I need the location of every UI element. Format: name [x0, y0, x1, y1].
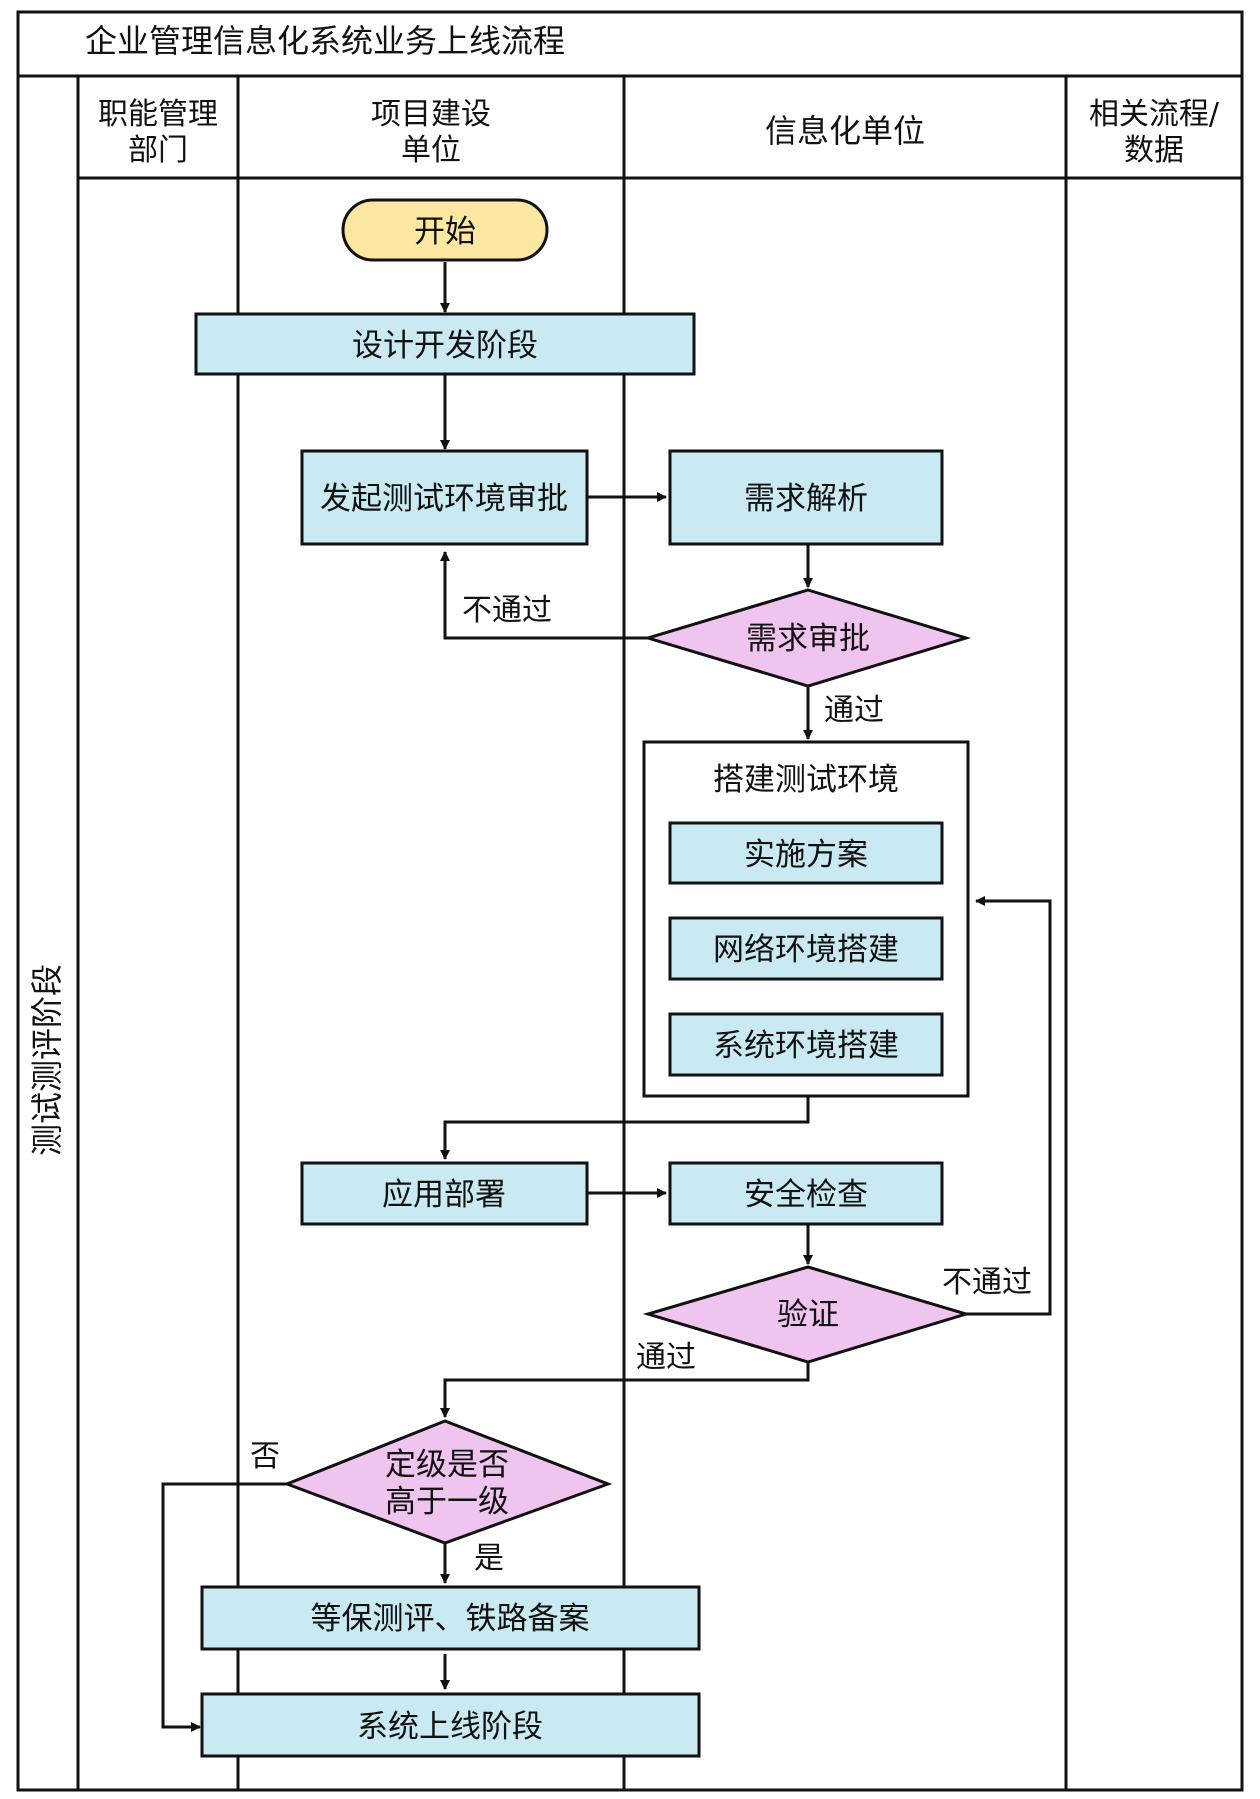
edge-reject-loop-2 — [966, 896, 1052, 1316]
lane-header-line1: 相关流程/ — [1089, 97, 1220, 132]
node-classified-eval-label: 等保测评、铁路备案 — [311, 1601, 590, 1637]
node-design-dev-label: 设计开发阶段 — [352, 328, 538, 364]
lane-header-line2: 部门 — [128, 133, 188, 168]
node-req-analysis: 需求解析 — [668, 449, 944, 546]
node-security-check-label: 安全检查 — [744, 1177, 868, 1213]
lane-header-line1: 职能管理 — [98, 97, 218, 132]
edge-verify-grade — [440, 1362, 810, 1418]
edge-grade-no — [161, 1482, 287, 1732]
node-go-live: 系统上线阶段 — [200, 1692, 701, 1758]
edge-label-reject-1: 不通过 — [462, 593, 552, 628]
node-req-approval: 需求审批 — [642, 588, 972, 688]
node-init-test-env-label: 发起测试环境审批 — [320, 481, 568, 517]
lane-header-line1: 信息化单位 — [765, 112, 925, 150]
diagram-title: 企业管理信息化系统业务上线流程 — [85, 22, 565, 60]
node-classified-eval: 等保测评、铁路备案 — [200, 1585, 701, 1651]
node-impl-plan-label: 实施方案 — [744, 837, 868, 873]
node-verify-label: 验证 — [777, 1297, 839, 1333]
edge-label-no: 否 — [250, 1439, 280, 1474]
node-impl-plan: 实施方案 — [668, 821, 944, 885]
node-go-live-label: 系统上线阶段 — [357, 1709, 543, 1745]
node-grade-check: 定级是否 高于一级 — [282, 1419, 613, 1545]
edge-label-pass-2: 通过 — [636, 1340, 696, 1375]
node-system-build-label: 系统环境搭建 — [713, 1028, 899, 1064]
edge-label-pass-1: 通过 — [824, 693, 884, 728]
node-network-build: 网络环境搭建 — [668, 916, 944, 981]
lane-header-it: 信息化单位 — [765, 112, 925, 150]
group-build-test-env-title: 搭建测试环境 — [713, 762, 899, 798]
node-grade-check-line2: 高于一级 — [385, 1484, 509, 1520]
swimlane-grid — [16, 10, 1244, 1792]
node-design-dev: 设计开发阶段 — [194, 312, 696, 376]
group-build-test-env: 搭建测试环境 实施方案 网络环境搭建 系统环境搭建 — [642, 740, 970, 1098]
node-verify: 验证 — [642, 1265, 972, 1364]
edge-label-reject-2: 不通过 — [942, 1265, 1032, 1300]
node-init-test-env: 发起测试环境审批 — [300, 449, 589, 546]
lane-header-project: 项目建设 单位 — [371, 97, 491, 168]
lane-header-line2: 单位 — [401, 133, 461, 168]
node-app-deploy: 应用部署 — [300, 1161, 589, 1226]
lane-header-related: 相关流程/ 数据 — [1089, 97, 1220, 168]
lane-header-functional: 职能管理 部门 — [98, 97, 218, 168]
node-start: 开始 — [341, 198, 549, 262]
node-req-analysis-label: 需求解析 — [744, 481, 868, 517]
lane-header-line2: 数据 — [1124, 133, 1184, 168]
node-grade-check-line1: 定级是否 — [385, 1447, 509, 1483]
node-start-label: 开始 — [414, 214, 476, 250]
node-req-approval-label: 需求审批 — [746, 621, 870, 657]
node-app-deploy-label: 应用部署 — [382, 1177, 506, 1213]
phase-label: 测试测评阶段 — [28, 964, 66, 1156]
edge-build-deploy — [440, 1097, 810, 1160]
lane-header-line1: 项目建设 — [371, 97, 491, 132]
node-security-check: 安全检查 — [668, 1161, 944, 1226]
edge-reject-loop-1 — [440, 551, 648, 640]
node-system-build: 系统环境搭建 — [668, 1012, 944, 1077]
node-network-build-label: 网络环境搭建 — [713, 932, 899, 968]
edge-label-yes: 是 — [474, 1541, 504, 1576]
